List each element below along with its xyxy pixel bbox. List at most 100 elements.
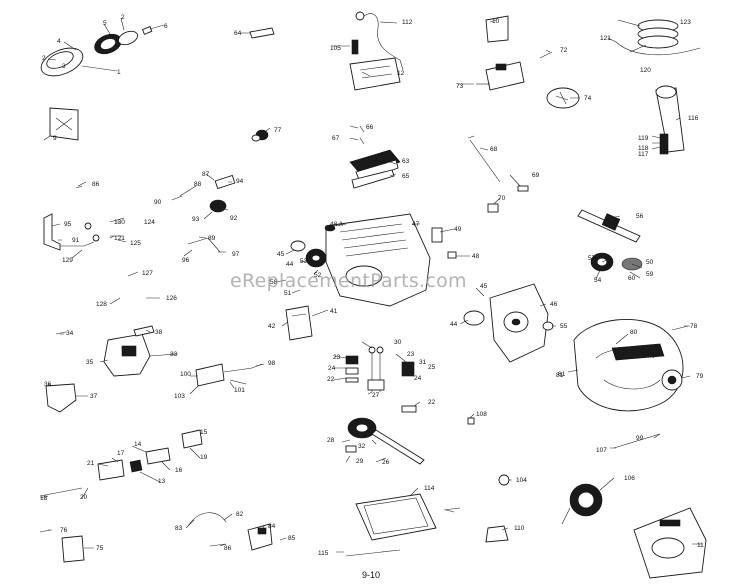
cam-gear [590,252,643,272]
seal-washers [290,240,327,268]
callout-12: 12 [397,70,405,77]
callout-110: 110 [514,525,525,532]
cap-104 [498,474,510,486]
callout-28: 28 [327,437,335,444]
callout-85: 85 [288,535,296,542]
callout-70: 70 [498,195,506,202]
callout-127: 127 [142,270,153,277]
callout-42: 42 [268,323,276,330]
callout-108: 108 [476,411,487,418]
callout-94: 94 [236,178,244,185]
callout-47: 47 [412,221,420,228]
rod-115 [345,549,401,557]
callout-17: 17 [117,450,125,457]
callout-115: 115 [318,550,329,557]
callout-101: 101 [234,387,245,394]
callout-56: 56 [636,213,644,220]
callout-117: 117 [638,151,649,158]
callout-72: 72 [560,47,568,54]
callout-44: 44 [286,261,294,268]
callout-30: 30 [394,339,402,346]
callout-34: 34 [66,330,74,337]
cylinder-block [324,213,443,307]
muffler [633,507,707,579]
callout-83: 83 [175,525,183,532]
crankcase-cover [463,283,549,363]
side-cover [285,305,313,341]
callout-73: 73 [456,83,464,90]
callout-32: 32 [358,443,366,450]
callout-48a: 48 A [330,221,344,228]
flywheel-fan [661,369,683,391]
callout-99: 99 [636,435,644,442]
callout-86b: 86 [92,181,100,188]
callout-128: 128 [96,301,107,308]
governor-linkage [195,363,263,387]
callout-9: 9 [53,135,57,142]
callout-100: 100 [180,371,191,378]
callout-105: 105 [330,45,341,52]
callout-44b: 44 [450,321,458,328]
callout-104: 104 [516,477,527,484]
intake-elbow [45,383,77,413]
callout-129: 129 [62,257,73,264]
callout-55: 55 [560,323,568,330]
bracket-seventy [487,203,499,213]
callout-29: 29 [356,458,364,465]
callout-2b: 2 [121,14,125,21]
air-cleaner-assembly [40,26,153,77]
bolt-113 [443,507,461,511]
ignition-module [476,61,525,91]
bowl-110 [485,525,509,543]
callout-16: 16 [175,467,183,474]
callout-19: 19 [200,454,208,461]
callout-10: 10 [492,18,500,25]
choke-parts [39,529,85,563]
callout-35: 35 [86,359,94,366]
callout-27: 27 [372,392,380,399]
callout-22: 22 [327,376,335,383]
callout-54: 54 [594,277,602,284]
valve-train [345,346,417,413]
throttle-bracket [43,213,125,251]
watermark-text: eReplacementParts.com [230,270,467,292]
callout-98: 98 [268,360,276,367]
piston-rings [615,19,701,56]
callout-numbers: 1 2 2 3 4 5 6 9 10 11 12 13 14 15 16 17 … [40,14,704,557]
callout-49: 49 [454,226,462,233]
dipstick [467,135,501,183]
callout-3: 3 [62,63,66,70]
callout-107: 107 [596,447,607,454]
callout-61: 61 [558,371,566,378]
callout-51: 51 [284,290,292,297]
callout-4: 4 [57,38,61,45]
callout-45b: 45 [480,283,488,290]
callout-37: 37 [90,393,98,400]
callout-124: 124 [144,219,155,226]
callout-81: 81 [556,372,564,379]
part-illustrations [39,11,707,579]
callout-78: 78 [690,323,698,330]
callout-66: 66 [366,124,374,131]
callout-26: 26 [382,459,390,466]
small-fitting [251,129,269,142]
cylinder-head [349,149,401,189]
callout-125: 125 [130,240,141,247]
callout-103: 103 [174,393,185,400]
callout-33: 33 [170,351,178,358]
tube-clip [517,185,529,192]
seal-ring [542,321,554,331]
callout-46: 46 [550,301,558,308]
camshaft [345,417,425,465]
callout-6: 6 [164,23,168,30]
callout-96: 96 [182,257,190,264]
screw [539,51,553,59]
callout-1: 1 [117,69,121,76]
screws [359,125,365,145]
fitting-108 [467,417,475,425]
callout-67: 67 [332,135,340,142]
callout-50: 50 [646,259,654,266]
callout-91: 91 [72,237,80,244]
callout-118: 118 [638,145,649,152]
